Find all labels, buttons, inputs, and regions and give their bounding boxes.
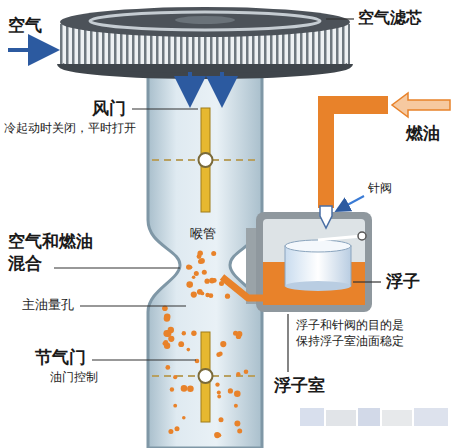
part-label: 风门 (92, 97, 126, 119)
fuel-droplet (163, 340, 168, 345)
fuel-droplet (198, 251, 203, 256)
air-inlet-arrow (8, 48, 52, 52)
fuel-droplet (178, 341, 184, 347)
fuel-droplet (219, 281, 224, 286)
fuel-droplet (192, 276, 196, 280)
airflow-arrow (188, 72, 192, 100)
part-label: 喉管 (190, 226, 216, 243)
venturi-pipe (148, 70, 262, 448)
fuel-droplet (188, 265, 192, 269)
fuel-droplet (194, 271, 199, 276)
fuel-droplet (225, 294, 230, 299)
fuel-droplet (220, 341, 226, 347)
fuel-droplet (198, 259, 203, 264)
air-filter (60, 7, 350, 76)
fuel-droplet (209, 293, 214, 298)
fuel-droplet (197, 289, 203, 295)
fuel-droplet (202, 270, 207, 275)
fuel-droplet (234, 404, 238, 408)
fuel-droplet (181, 385, 188, 392)
fuel-droplet (217, 433, 221, 437)
needle-pointer (338, 196, 364, 210)
fuel-droplet (165, 365, 170, 370)
note-text: 油门控制 (50, 370, 98, 386)
fuel-droplet (182, 416, 186, 420)
float (285, 240, 351, 291)
fuel-droplet (186, 281, 193, 288)
fuel-droplet (215, 382, 219, 386)
part-label: 主油量孔 (22, 297, 74, 314)
fuel-droplet (164, 315, 170, 321)
blurred-watermark (300, 408, 448, 426)
fuel-droplet (228, 388, 233, 393)
fuel-droplet (168, 336, 174, 342)
part-label: 节气门 (35, 346, 86, 368)
note-text: 冷起动时关闭，平时打开 (4, 121, 136, 137)
fuel-droplet (173, 375, 177, 379)
fuel-droplet (187, 348, 191, 352)
fuel-droplet (216, 352, 221, 357)
fuel-droplet (219, 417, 224, 422)
note-text: 浮子和针阀的目的是保持浮子室油面稳定 (296, 318, 406, 349)
part-label: 燃油 (406, 122, 440, 144)
fuel-droplet (168, 429, 173, 434)
part-label: 浮子 (386, 270, 420, 292)
fuel-droplet (217, 390, 221, 394)
fuel-droplet (173, 404, 177, 408)
part-label: 空气和燃油混合 (8, 230, 98, 274)
float-chamber (256, 212, 372, 312)
fuel-droplet (234, 421, 240, 427)
fuel-droplet (182, 331, 186, 335)
part-label: 空气滤芯 (358, 8, 422, 29)
fuel-droplet (237, 428, 242, 433)
fuel-droplet (217, 395, 221, 399)
fuel-droplet (236, 372, 240, 376)
choke-pivot (199, 153, 213, 167)
fuel-arrow (392, 93, 450, 117)
part-label: 针阀 (368, 181, 392, 197)
lever-pivot (358, 232, 366, 240)
fuel-droplet (175, 426, 180, 431)
fuel-droplet (205, 279, 210, 284)
fuel-droplet (191, 331, 196, 336)
part-label: 空气 (8, 14, 42, 36)
fuel-droplet (211, 251, 216, 256)
fuel-droplet (236, 331, 242, 337)
fuel-droplet (244, 369, 249, 374)
fuel-droplet (191, 292, 197, 298)
throttle-pivot (199, 369, 213, 383)
fuel-droplet (186, 264, 191, 269)
float-lever (318, 236, 362, 240)
airflow-arrow (220, 72, 224, 100)
fuel-droplet (234, 391, 241, 398)
fuel-droplet (170, 387, 174, 391)
part-label: 浮子室 (274, 374, 325, 396)
fuel-droplet (195, 359, 200, 364)
needle-valve (320, 206, 332, 228)
fuel-droplet (187, 385, 194, 392)
main-jet-tube (222, 277, 268, 298)
fuel-droplets (162, 251, 248, 439)
fuel-droplet (209, 278, 215, 284)
float-chamber-inner (263, 219, 365, 305)
fuel-droplet (163, 330, 170, 337)
